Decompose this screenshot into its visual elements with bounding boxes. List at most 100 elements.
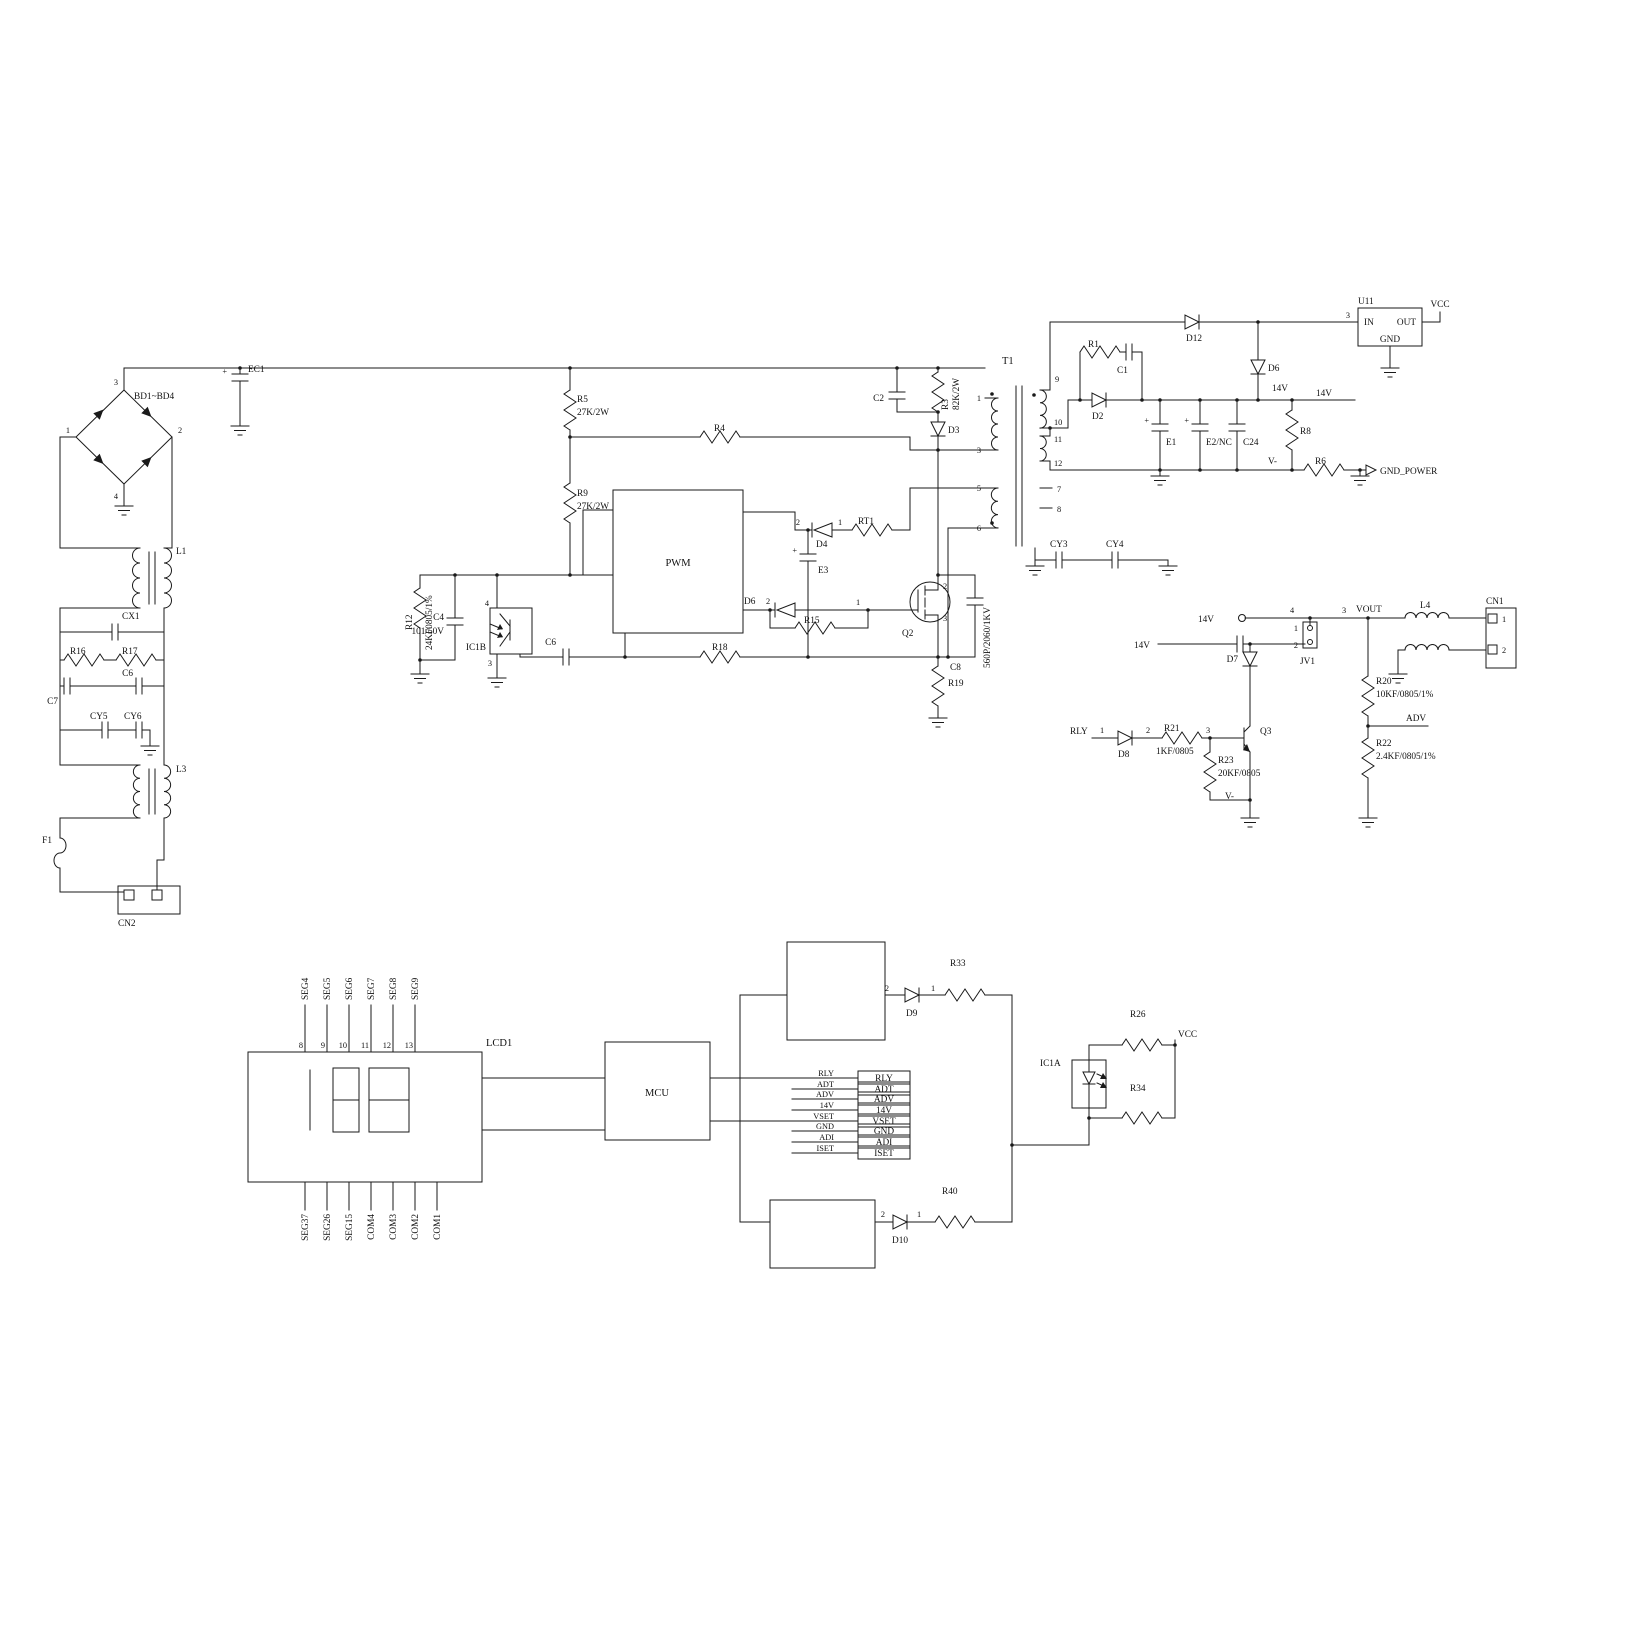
- label-cy4: CY4: [1106, 540, 1124, 550]
- output-control-section: 14V 4 1 2 JV1 14V 3 VOUT L4 CN1 1 2 R20 …: [1070, 597, 1517, 828]
- label-d6a: D6: [744, 597, 756, 607]
- mcu-chip: [604, 1041, 711, 1141]
- pin-label: 3: [114, 378, 118, 387]
- ic1b-transistor-glyph: [489, 613, 511, 647]
- label-pwm: PWM: [665, 558, 691, 569]
- net-14v: 14V: [1316, 389, 1332, 399]
- net-flag: [857, 1123, 911, 1138]
- label-d6b: D6: [1268, 364, 1280, 374]
- net-flag-label: ADV: [874, 1095, 894, 1105]
- transformer-t1: T1 1 3 5 6 9 10 11 12 7 8: [977, 356, 1062, 547]
- pin-label: 4: [1290, 606, 1295, 615]
- net-flag: [857, 1134, 911, 1149]
- label-jv1: JV1: [1300, 657, 1315, 667]
- jv1-jumper: [1302, 621, 1318, 649]
- cn1-pin2: [1487, 644, 1498, 655]
- pin-name-seg8: SEG8: [389, 977, 399, 1000]
- net-wire-label: ADI: [819, 1133, 834, 1142]
- value-c8: 560P/2060/1KV: [983, 607, 993, 668]
- label-r33: R33: [950, 959, 966, 969]
- net-flag: [857, 1081, 911, 1096]
- label-r23: R23: [1218, 756, 1234, 766]
- label-r20: R20: [1376, 677, 1392, 687]
- value-r12: 24KF0805/1%: [425, 595, 435, 650]
- label-d2: D2: [1092, 412, 1104, 422]
- net-wire-label: RLY: [818, 1069, 834, 1078]
- net-vcc: VCC: [1178, 1030, 1197, 1040]
- pin-name-com3: COM3: [389, 1214, 399, 1240]
- label-r1: R1: [1088, 340, 1099, 350]
- pin-label: 9: [1055, 375, 1059, 384]
- pin-label: 2: [1502, 646, 1506, 655]
- label-ec1: EC1: [248, 365, 265, 375]
- pin-label: 3: [977, 446, 981, 455]
- net-flag: [857, 1145, 911, 1160]
- pin-label: 2: [1294, 641, 1298, 650]
- pin-label: 3: [1342, 606, 1346, 615]
- value-c4: 101/50V: [411, 627, 444, 637]
- label-r4: R4: [714, 424, 725, 434]
- pin-name-com2: COM2: [411, 1214, 421, 1240]
- label-cy5: CY5: [90, 712, 108, 722]
- wires: [1091, 617, 1487, 813]
- label-r22: R22: [1376, 739, 1392, 749]
- net-flag-label: VSET: [872, 1117, 896, 1127]
- label-q2: Q2: [902, 629, 914, 639]
- opamp-block-top: [786, 941, 886, 1041]
- label-c8: C8: [950, 663, 961, 673]
- polarity-mark: +: [792, 546, 797, 555]
- bridge-diode-symbols: [93, 406, 152, 468]
- label-d12: D12: [1186, 334, 1202, 344]
- pin-label: 1: [931, 984, 935, 993]
- label-e1: E1: [1166, 438, 1177, 448]
- net-flag: [857, 1113, 911, 1128]
- label-r8: R8: [1300, 427, 1311, 437]
- component-symbols: [1117, 612, 1450, 793]
- pin-label: 1: [66, 426, 70, 435]
- label-u11: U11: [1358, 297, 1374, 307]
- label-l4: L4: [1420, 601, 1431, 611]
- pwm-controller: [612, 489, 744, 634]
- ic1b-light-arrows: [497, 624, 503, 638]
- net-vout: VOUT: [1356, 605, 1382, 615]
- label-d10: D10: [892, 1236, 908, 1246]
- net-14v: 14V: [1134, 641, 1150, 651]
- net-wire-label: ADT: [817, 1080, 834, 1089]
- ground-symbol: [1388, 667, 1408, 684]
- label-c2: C2: [873, 394, 884, 404]
- pin-label: 1: [1502, 615, 1506, 624]
- net-wire-label: VSET: [813, 1112, 834, 1121]
- pin-label: 2: [766, 597, 770, 606]
- label-r5: R5: [577, 395, 588, 405]
- label-rt1: RT1: [858, 517, 874, 527]
- label-e3: E3: [818, 566, 829, 576]
- label-r15: R15: [804, 616, 820, 626]
- pin-label: 8: [1057, 505, 1061, 514]
- pin-label: 7: [1057, 485, 1061, 494]
- cn1-pin1: [1487, 613, 1498, 624]
- pin-label: 12: [1054, 459, 1062, 468]
- pwm-primary-section: R5 27K/2W R9 27K/2W R4 PWM C2 D3 R3 82K/…: [405, 367, 993, 728]
- label-c6: C6: [122, 669, 133, 679]
- q2-mosfet-body: [909, 581, 951, 623]
- bridge-rectifier: [75, 389, 173, 485]
- jv1-pin1: [1307, 625, 1313, 631]
- net-flag: [857, 1070, 911, 1085]
- label-d8: D8: [1118, 750, 1130, 760]
- polarity-mark: +: [1144, 416, 1149, 425]
- label-l1: L1: [176, 547, 187, 557]
- value-r9: 27K/2W: [577, 502, 609, 512]
- net-flag-label: ADI: [876, 1138, 893, 1148]
- net-flag-label: GND: [874, 1127, 894, 1137]
- value-r20: 10KF/0805/1%: [1376, 690, 1434, 700]
- wires: [419, 367, 986, 713]
- label-r16: R16: [70, 647, 86, 657]
- u11-regulator: [1357, 307, 1423, 347]
- label-r18: R18: [712, 643, 728, 653]
- ground-symbol: [928, 711, 948, 728]
- pin-label: 2: [1146, 726, 1150, 735]
- component-symbols: [413, 371, 984, 707]
- pin-label: 2: [943, 582, 947, 591]
- pin-label: 3: [488, 659, 492, 668]
- pin-name-seg5: SEG5: [323, 977, 333, 1000]
